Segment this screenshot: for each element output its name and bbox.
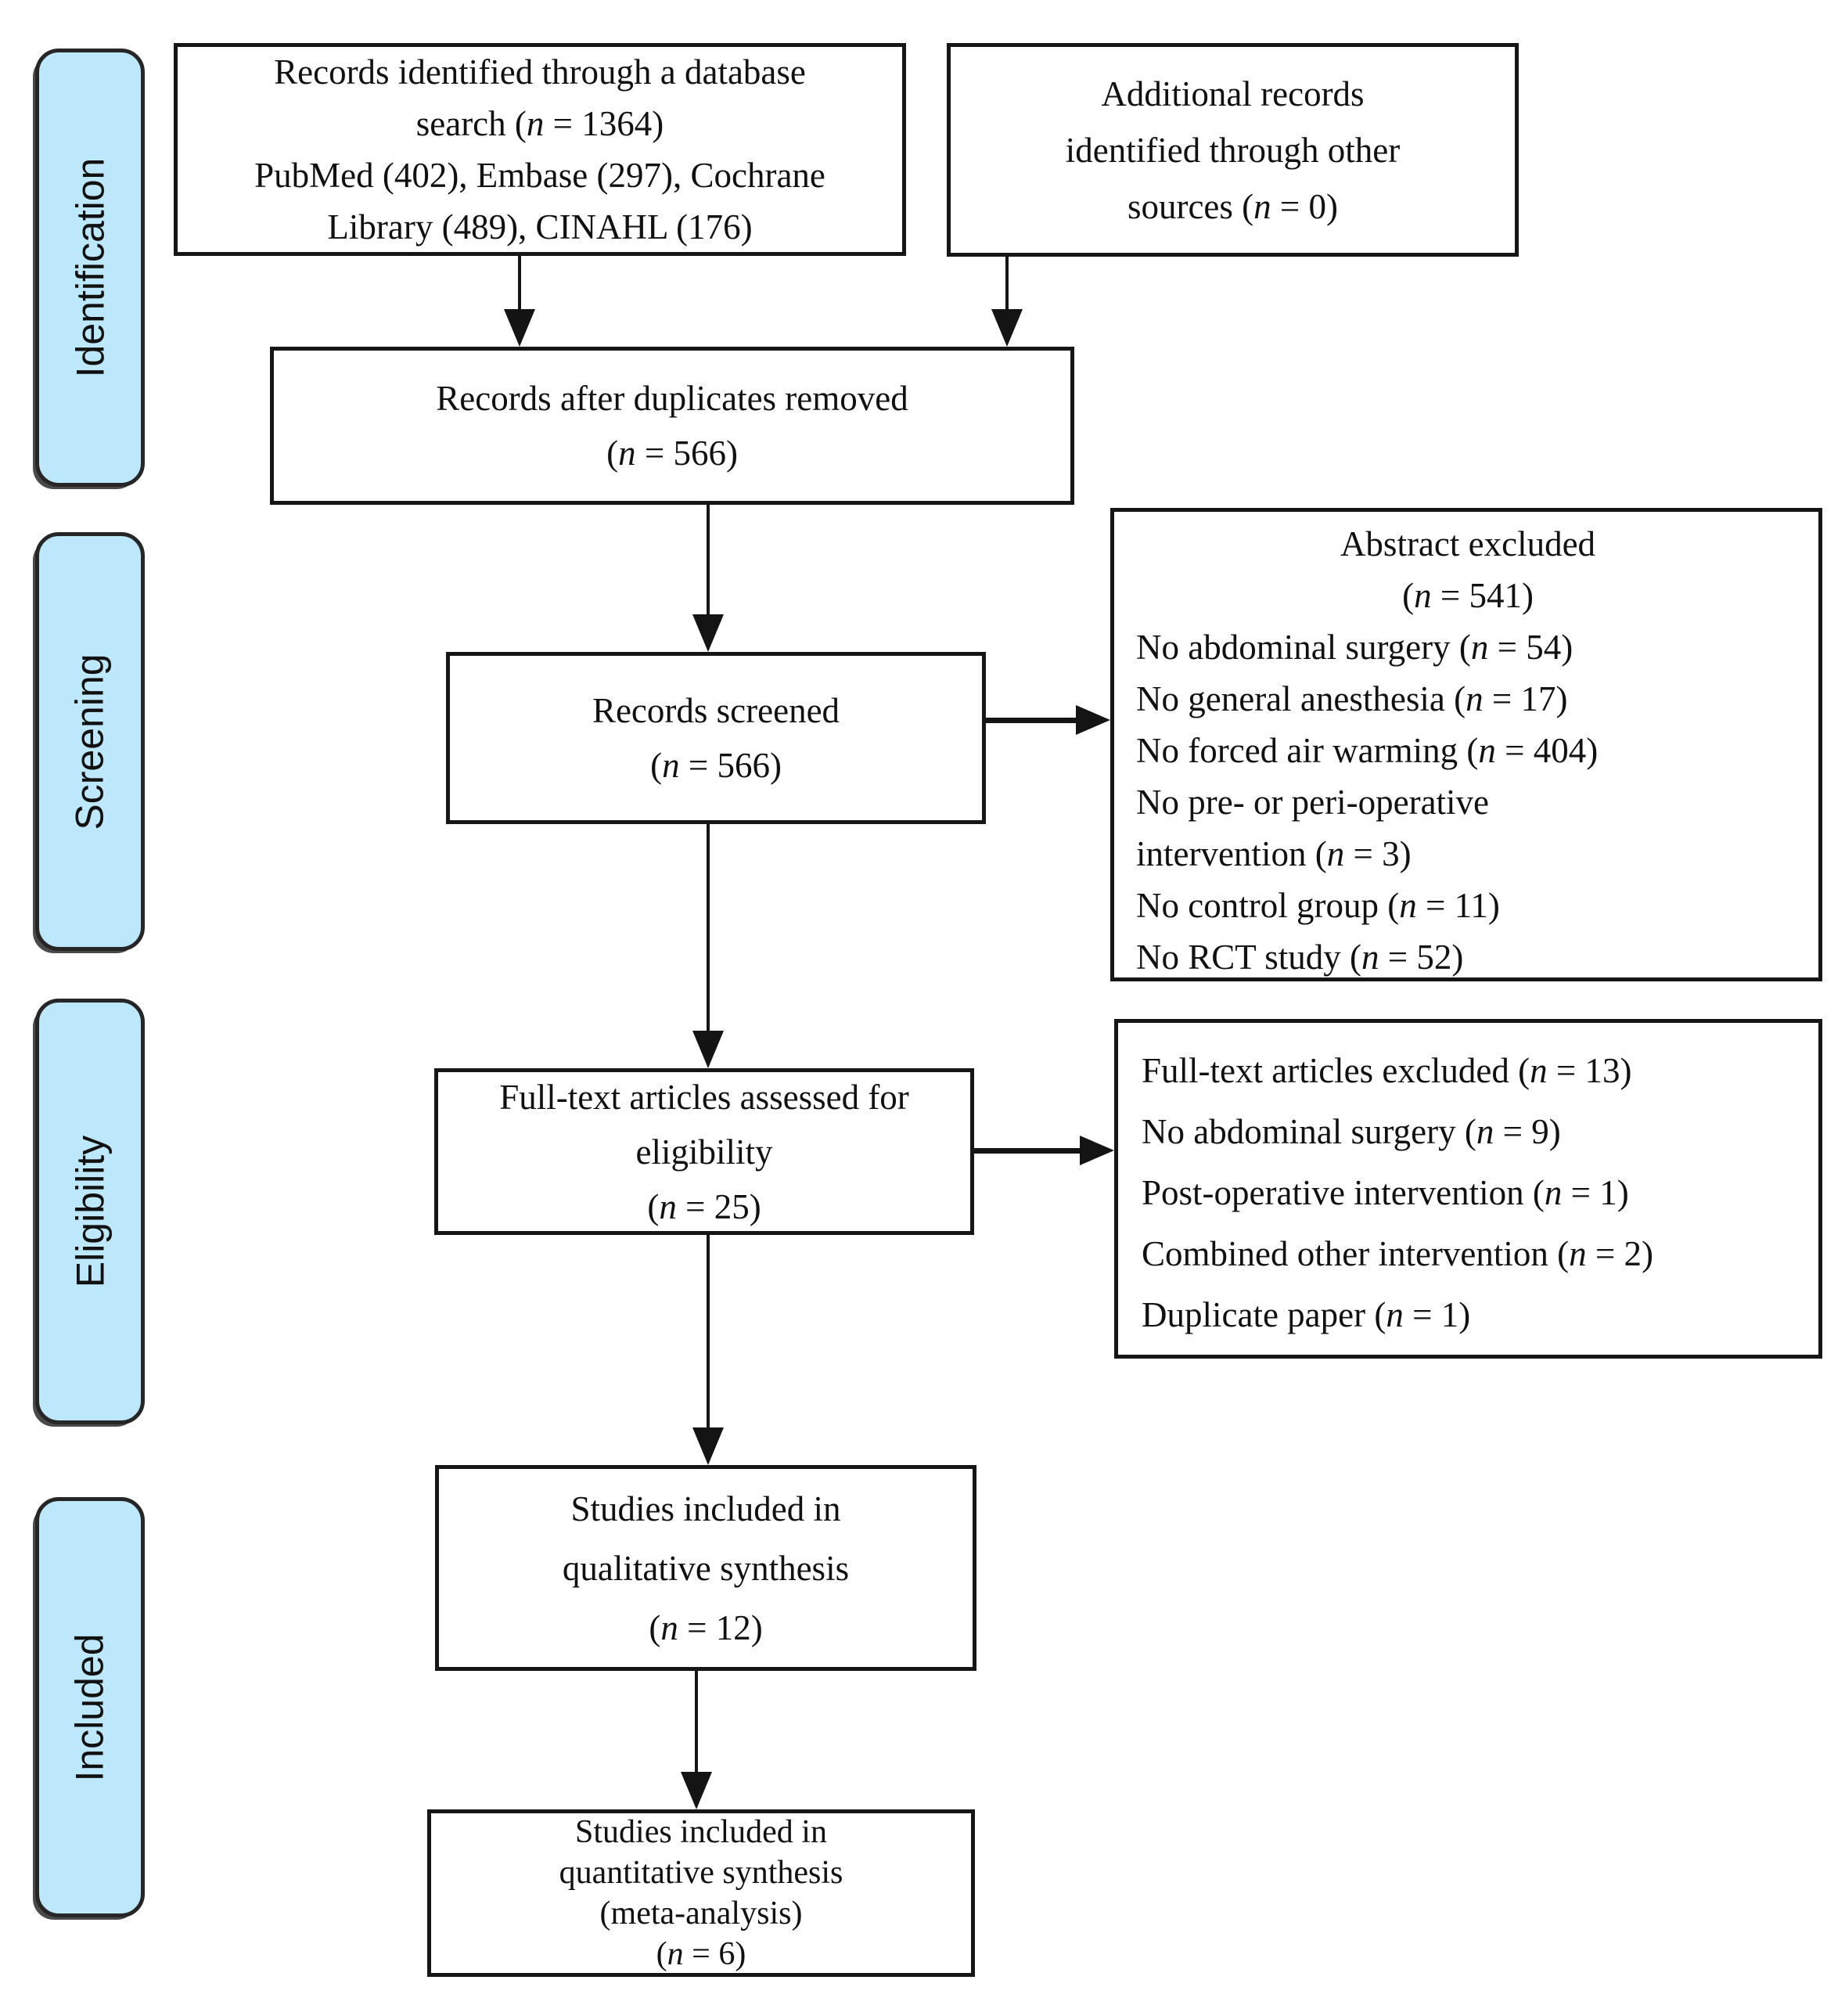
text-line: Studies included in <box>575 1814 827 1850</box>
exclusion-reason: No pre- or peri-operative <box>1136 783 1490 822</box>
text-line: (meta-analysis) <box>599 1895 803 1931</box>
arrowhead-qualitative-to-quantitative <box>681 1772 712 1809</box>
box-quantitative-synthesis: Studies included in quantitative synthes… <box>427 1809 975 1977</box>
arrowhead-fulltext-to-fulltext-excluded <box>1080 1136 1114 1165</box>
text-line: Records identified through a database <box>274 52 806 92</box>
arrow-duplicates-to-screened <box>707 505 710 614</box>
text-line: (n = 566) <box>650 746 782 785</box>
text-line: (n = 541) <box>1402 576 1534 615</box>
exclusion-reason: No abdominal surgery (n = 54) <box>1136 628 1573 667</box>
exclusion-reason: No abdominal surgery (n = 9) <box>1142 1112 1561 1151</box>
box-fulltext-excluded: Full-text articles excluded (n = 13) No … <box>1114 1019 1822 1359</box>
arrowhead-identified-to-duplicates <box>504 309 535 347</box>
exclusion-reason: Full-text articles excluded (n = 13) <box>1142 1051 1632 1090</box>
text-line: (n = 6) <box>656 1936 746 1972</box>
arrow-fulltext-to-fulltext-excluded <box>974 1148 1080 1154</box>
stage-screening: Screening <box>35 532 145 951</box>
stage-included-label: Included <box>68 1633 113 1782</box>
text-line: (n = 25) <box>647 1186 761 1226</box>
exclusion-reason: Post-operative intervention (n = 1) <box>1142 1173 1629 1212</box>
text-line: qualitative synthesis <box>562 1548 850 1588</box>
text-line: identified through other <box>1065 130 1401 170</box>
exclusion-reason: No general anesthesia (n = 17) <box>1136 679 1568 718</box>
text-line: (n = 12) <box>649 1607 763 1647</box>
stage-identification: Identification <box>35 49 145 487</box>
stage-eligibility: Eligibility <box>35 999 145 1424</box>
box-records-identified: Records identified through a database se… <box>174 43 906 256</box>
text-line: Records after duplicates removed <box>436 379 908 418</box>
text-line: Records screened <box>592 691 840 730</box>
arrowhead-screened-to-abstract-excluded <box>1076 705 1110 735</box>
arrowhead-additional-to-duplicates <box>991 309 1023 347</box>
text-line: Library (489), CINAHL (176) <box>327 207 753 247</box>
box-qualitative-synthesis: Studies included in qualitative synthesi… <box>435 1465 976 1671</box>
text-line: eligibility <box>635 1132 773 1172</box>
text-line: Studies included in <box>570 1489 841 1528</box>
box-additional-records: Additional records identified through ot… <box>947 43 1519 257</box>
text-line: Abstract excluded <box>1340 524 1596 563</box>
exclusion-reason: No forced air warming (n = 404) <box>1136 731 1599 770</box>
arrow-fulltext-to-qualitative <box>707 1235 710 1427</box>
exclusion-reason: Duplicate paper (n = 1) <box>1142 1295 1471 1334</box>
arrow-qualitative-to-quantitative <box>695 1671 698 1772</box>
text-line: Additional records <box>1101 74 1365 113</box>
text-line: Full-text articles assessed for <box>499 1077 909 1117</box>
text-line: PubMed (402), Embase (297), Cochrane <box>254 156 825 195</box>
stage-included: Included <box>35 1497 145 1917</box>
arrow-screened-to-fulltext <box>707 824 710 1031</box>
exclusion-reason: No control group (n = 11) <box>1136 886 1500 925</box>
stage-eligibility-label: Eligibility <box>68 1135 113 1288</box>
arrow-screened-to-abstract-excluded <box>986 718 1076 723</box>
box-abstract-excluded: Abstract excluded (n = 541) No abdominal… <box>1110 508 1822 981</box>
arrow-identified-to-duplicates <box>518 256 521 309</box>
text-line: quantitative synthesis <box>559 1855 843 1891</box>
text-line: sources (n = 0) <box>1127 186 1339 226</box>
text-line: (n = 566) <box>606 434 738 473</box>
box-records-screened: Records screened (n = 566) <box>446 652 986 824</box>
box-duplicates-removed: Records after duplicates removed (n = 56… <box>270 347 1074 505</box>
exclusion-reason: Combined other intervention (n = 2) <box>1142 1234 1654 1273</box>
arrowhead-screened-to-fulltext <box>692 1031 724 1068</box>
arrowhead-duplicates-to-screened <box>692 614 724 652</box>
exclusion-reason: intervention (n = 3) <box>1136 834 1412 873</box>
text-line: search (n = 1364) <box>415 104 664 143</box>
arrow-additional-to-duplicates <box>1005 257 1009 309</box>
arrowhead-fulltext-to-qualitative <box>692 1427 724 1465</box>
exclusion-reason: No RCT study (n = 52) <box>1136 938 1464 977</box>
stage-screening-label: Screening <box>68 653 112 830</box>
stage-identification-label: Identification <box>68 157 112 378</box>
box-fulltext-assessed: Full-text articles assessed for eligibil… <box>434 1068 974 1235</box>
